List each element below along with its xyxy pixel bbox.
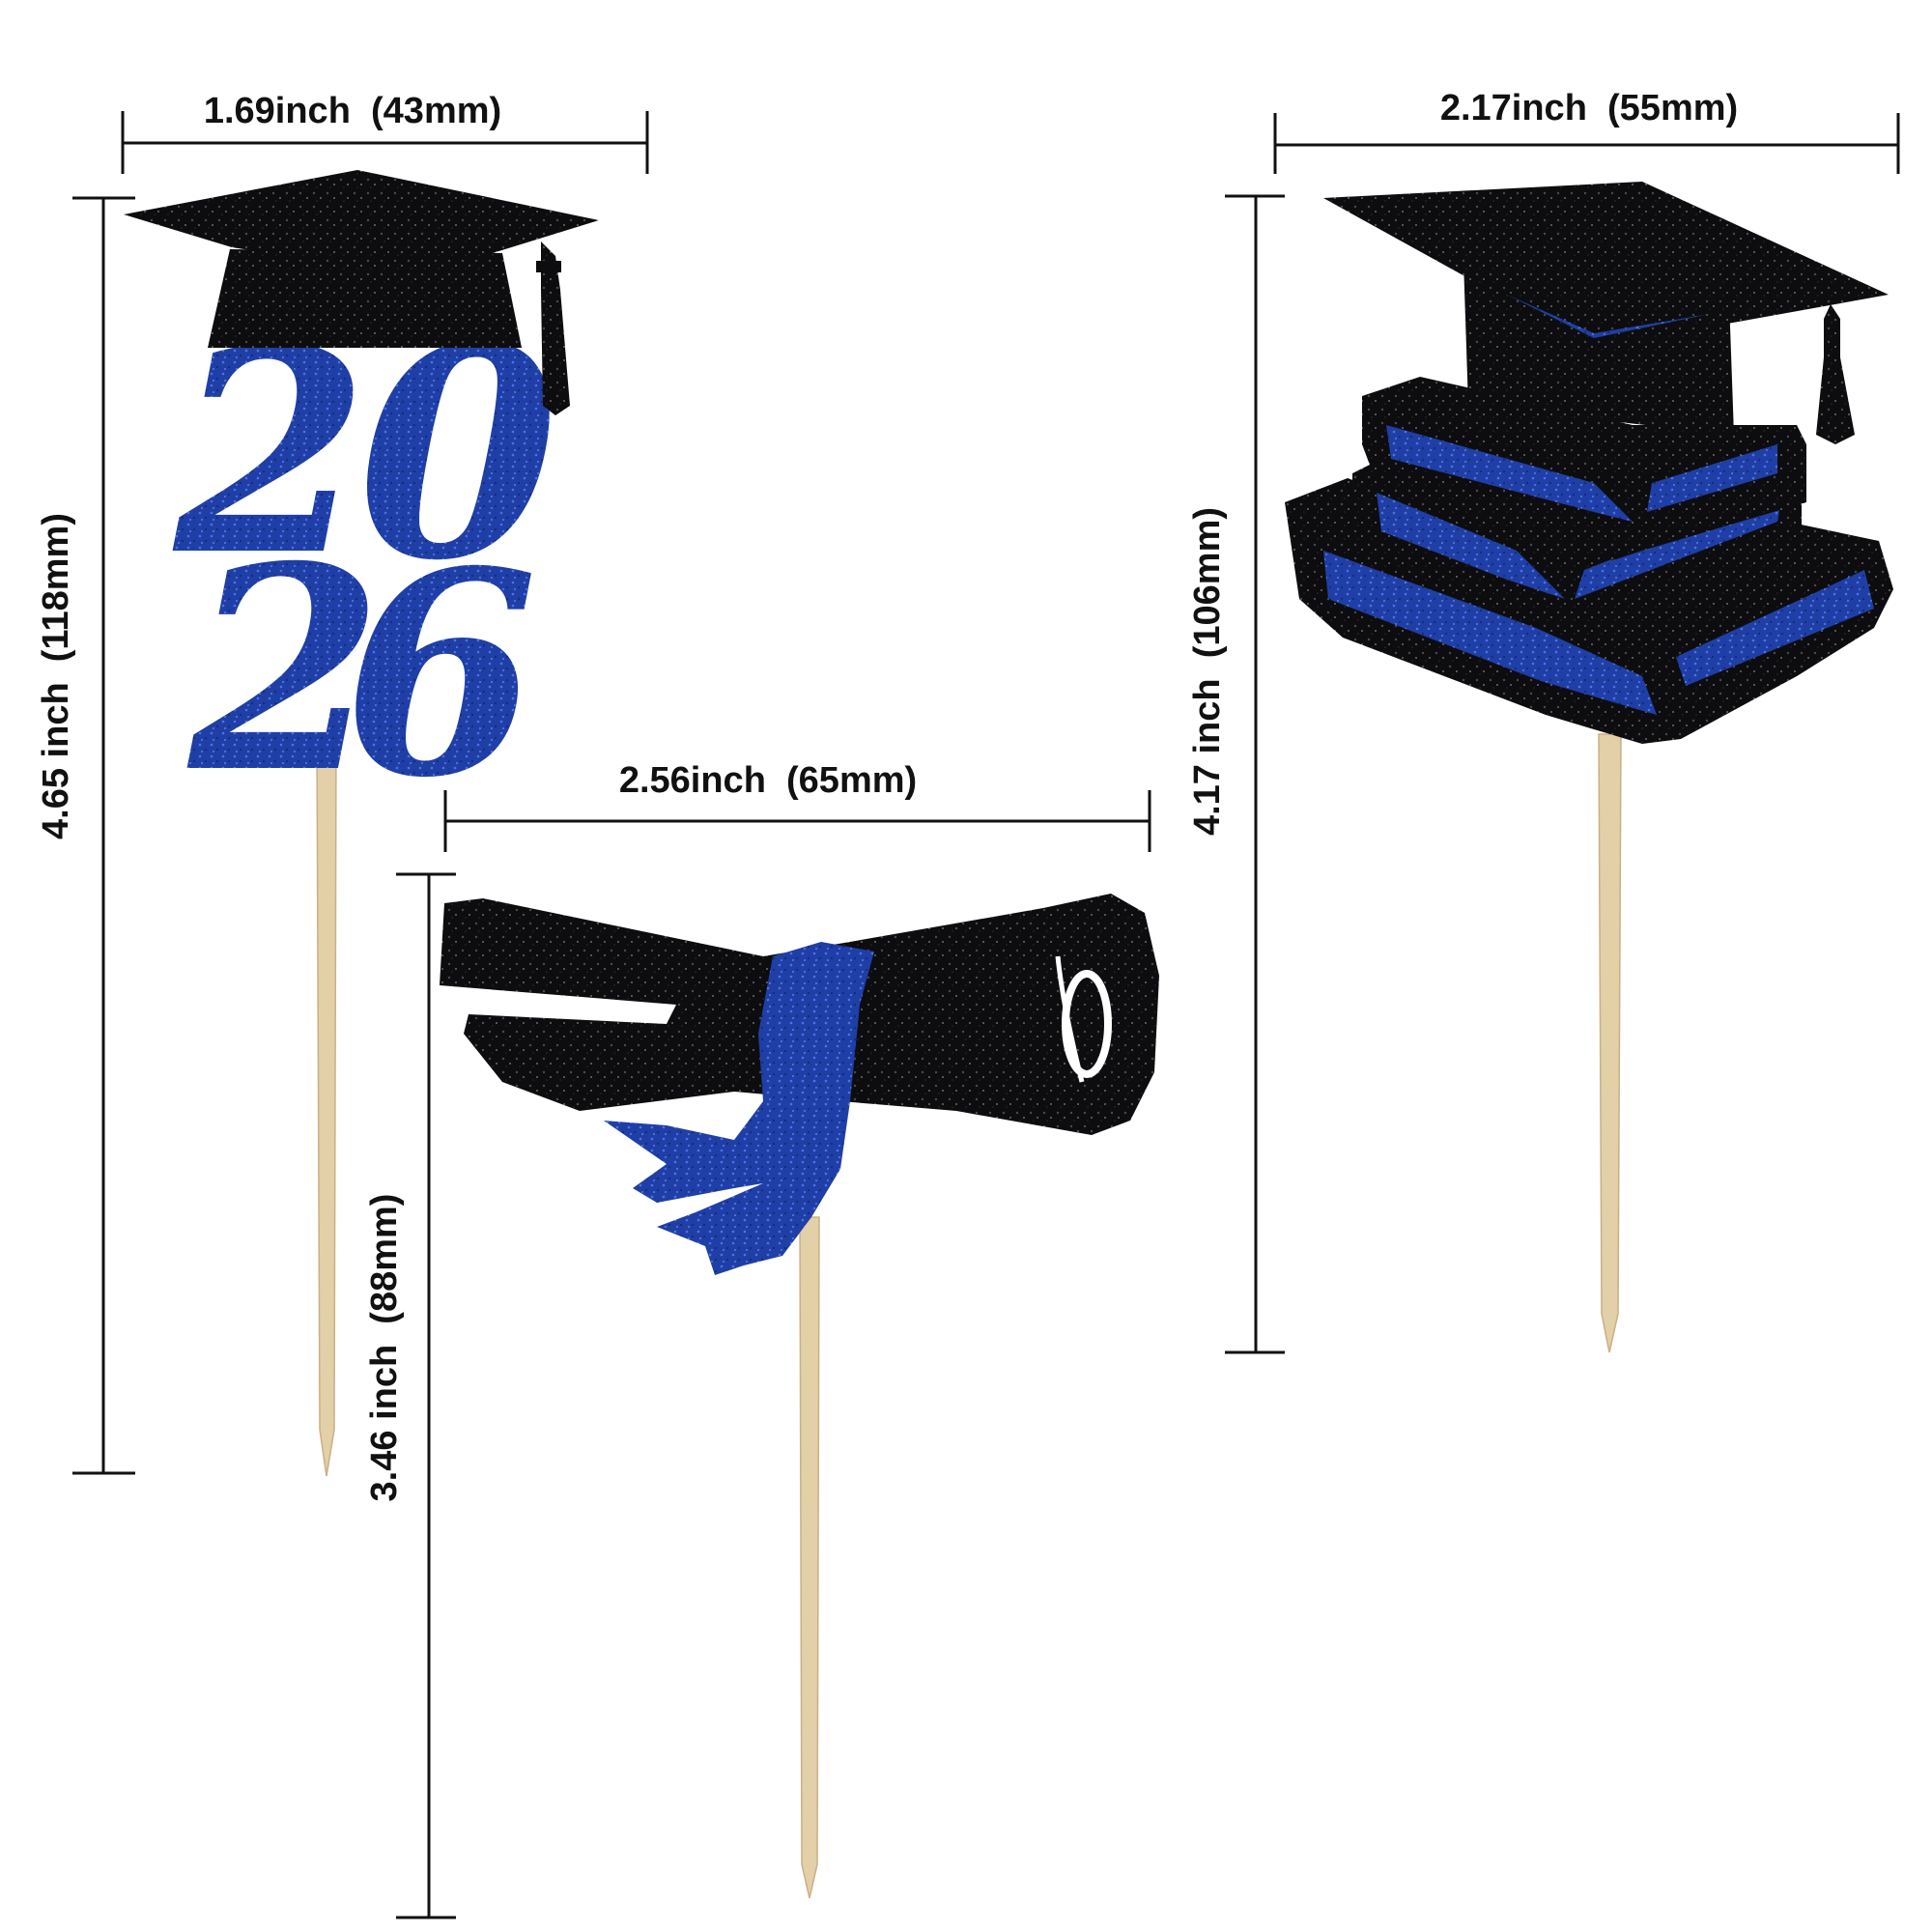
topper-diploma-scroll: [440, 894, 1159, 1899]
topper1-height-label: 4.65 inch (118mm): [36, 513, 76, 839]
digit-6: 6: [343, 511, 538, 839]
ribbon-icon: [604, 942, 874, 1275]
topper3-height-label: 4.17 inch (106mm): [1187, 506, 1228, 837]
dimension-lines: [72, 111, 1900, 1919]
graduation-cap-icon: [1323, 182, 1889, 444]
topper2-width-label: 2.56inch (65mm): [618, 760, 918, 801]
year-digits: 2 0 2 6: [169, 283, 558, 839]
wooden-stick: [316, 733, 337, 1477]
wooden-stick: [1598, 733, 1622, 1353]
graduation-cap-icon: [124, 170, 599, 415]
wooden-stick: [799, 1216, 820, 1899]
topper2-height-label: 3.46 inch (88mm): [364, 1193, 405, 1502]
top-book: [1362, 377, 1806, 560]
digit-2-bottom: 2: [184, 506, 383, 835]
topper-books-cap: [1285, 182, 1893, 1353]
scroll-curl: [1062, 970, 1112, 1078]
topper1-width-label: 1.69inch (43mm): [203, 91, 502, 131]
topper3-width-label: 2.17inch (55mm): [1439, 88, 1739, 128]
